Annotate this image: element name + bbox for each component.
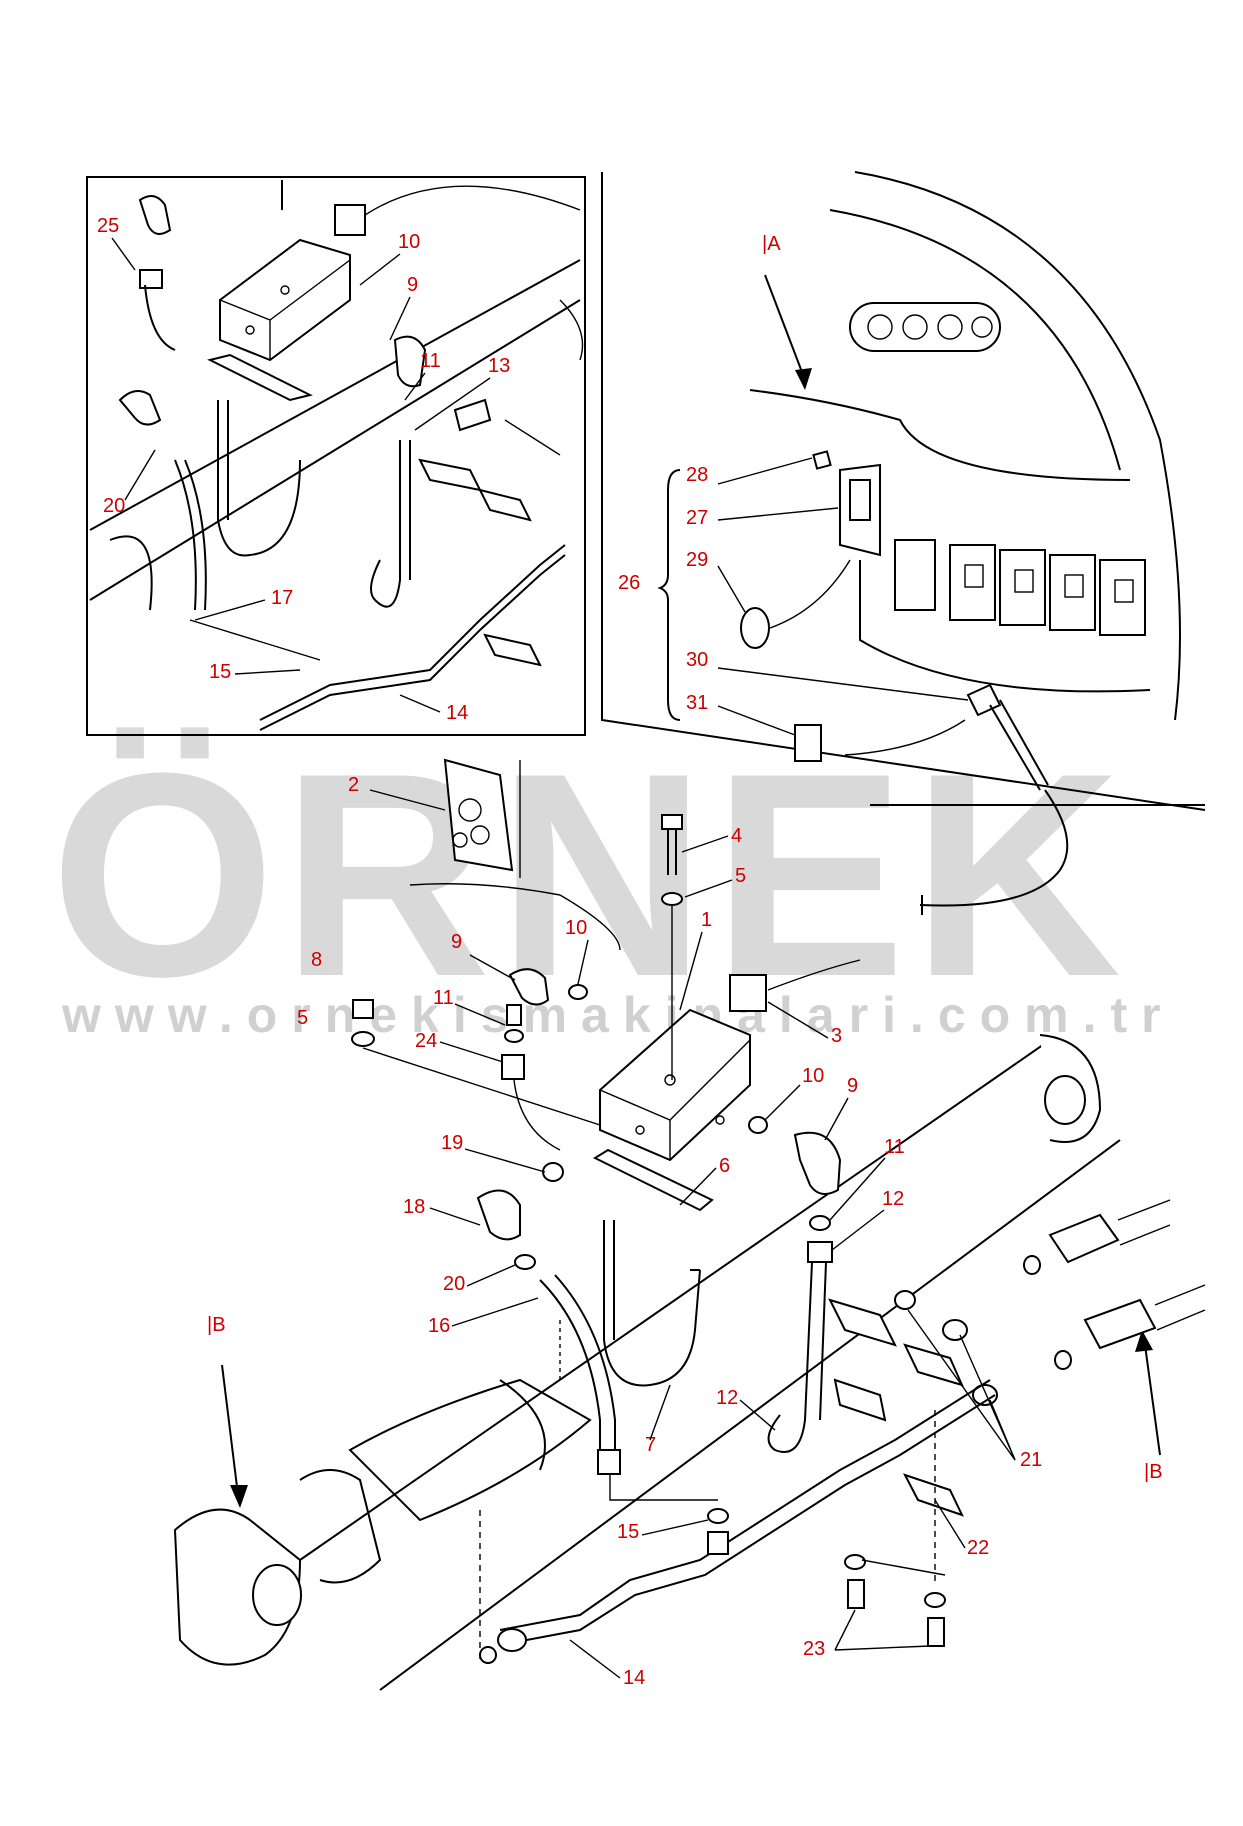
main-exploded-view bbox=[173, 758, 1206, 1691]
main-label-11b: 11 bbox=[884, 1136, 905, 1158]
main-label-22: 22 bbox=[967, 1537, 989, 1559]
main-label-12b: 12 bbox=[716, 1387, 738, 1409]
main-label-15: 15 bbox=[617, 1521, 639, 1543]
view-label-b-right: |B bbox=[1144, 1461, 1163, 1483]
inset-frame bbox=[86, 176, 586, 736]
main-label-16: 16 bbox=[428, 1315, 450, 1337]
panel-label-26: 26 bbox=[618, 572, 640, 594]
main-label-10b: 10 bbox=[802, 1065, 824, 1087]
main-leaders bbox=[369, 789, 1016, 1679]
inset-label-14: 14 bbox=[446, 702, 468, 724]
view-label-a: |A bbox=[762, 233, 781, 255]
main-label-8: 8 bbox=[311, 949, 322, 971]
panel-leaders bbox=[717, 457, 969, 736]
main-label-24: 24 bbox=[415, 1030, 437, 1052]
main-labels: 2 4 5 1 9 10 8 11 5 24 3 10 9 19 6 11 12… bbox=[207, 774, 1163, 1689]
inset-label-9: 9 bbox=[407, 274, 418, 296]
main-label-9b: 9 bbox=[847, 1075, 858, 1097]
inset-label-11: 11 bbox=[420, 350, 441, 372]
main-label-21: 21 bbox=[1020, 1449, 1042, 1471]
main-label-12a: 12 bbox=[882, 1188, 904, 1210]
main-label-4: 4 bbox=[731, 825, 742, 847]
main-label-10a: 10 bbox=[565, 917, 587, 939]
main-label-2: 2 bbox=[348, 774, 359, 796]
main-label-11a: 11 bbox=[433, 987, 454, 1009]
panel-label-27: 27 bbox=[686, 507, 708, 529]
panel-label-30: 30 bbox=[686, 649, 708, 671]
main-label-14: 14 bbox=[623, 1667, 645, 1689]
main-label-18: 18 bbox=[403, 1196, 425, 1218]
main-label-5a: 5 bbox=[735, 865, 746, 887]
main-label-9a: 9 bbox=[451, 931, 462, 953]
inset-label-15: 15 bbox=[209, 661, 231, 683]
main-label-19: 19 bbox=[441, 1132, 463, 1154]
inset-label-25: 25 bbox=[97, 215, 119, 237]
inset-detail bbox=[86, 176, 586, 736]
panel-label-29: 29 bbox=[686, 549, 708, 571]
inset-leaders bbox=[111, 237, 491, 713]
watermark-url: www.ornekismakinalari.com.tr bbox=[61, 987, 1175, 1043]
panel-label-31: 31 bbox=[686, 692, 708, 714]
inset-label-20: 20 bbox=[103, 495, 125, 517]
panel-labels: 28 27 26 29 30 31 |A bbox=[618, 233, 781, 714]
inset-label-10: 10 bbox=[398, 231, 420, 253]
panel-label-28: 28 bbox=[686, 464, 708, 486]
watermark-brand: ÖRNEK bbox=[50, 713, 1127, 1037]
main-label-5b: 5 bbox=[297, 1007, 308, 1029]
watermark: ÖRNEK www.ornekismakinalari.com.tr bbox=[50, 713, 1175, 1043]
main-label-7: 7 bbox=[645, 1434, 656, 1456]
main-label-23: 23 bbox=[803, 1638, 825, 1660]
main-label-3: 3 bbox=[831, 1025, 842, 1047]
view-label-b-left: |B bbox=[207, 1314, 226, 1336]
inset-label-13: 13 bbox=[488, 355, 510, 377]
control-panel-view bbox=[601, 171, 1206, 915]
main-label-20: 20 bbox=[443, 1273, 465, 1295]
inset-label-17: 17 bbox=[271, 587, 293, 609]
main-label-1: 1 bbox=[701, 909, 712, 931]
inset-labels: 25 10 9 11 13 20 17 15 14 bbox=[97, 215, 510, 724]
main-label-6: 6 bbox=[719, 1155, 730, 1177]
